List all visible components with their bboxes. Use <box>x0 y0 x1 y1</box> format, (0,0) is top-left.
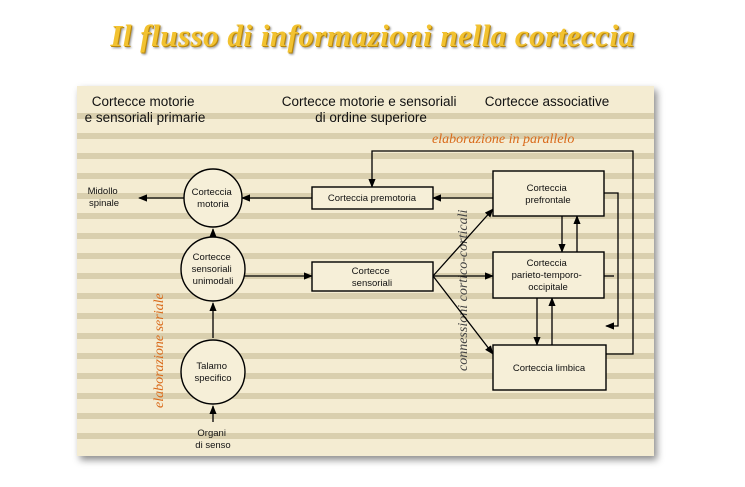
node-cortecce-sensoriali: Cortecce sensoriali <box>311 261 434 292</box>
svg-text:Corteccia parieto-temp: Corteccia parieto-temporo- occipitale <box>512 258 585 293</box>
svg-text:Corteccia prefrontale: Corteccia prefrontale <box>525 183 570 206</box>
header-higher-order: Cortecce motorie e sensoriali di ordine … <box>282 94 461 125</box>
node-corteccia-parieto-temporo-occipitale: Corteccia parieto-temporo- occipitale <box>492 251 605 299</box>
edge-sensoriali-prefrontale <box>432 208 494 277</box>
node-midollo-spinale: Midollo spinale <box>88 186 121 209</box>
slide-title: Il flusso di informazioni nella cortecci… <box>110 18 635 53</box>
flow-diagram: Cortecce motorie e sensoriali primarie C… <box>77 94 654 451</box>
diagram-panel: Cortecce motorie e sensoriali primarie C… <box>77 86 654 456</box>
edge-sensoriali-limbica <box>432 275 494 355</box>
node-cortecce-sensoriali-unimodali: Cortecce sensoriali unimodali <box>180 236 246 302</box>
svg-text:Corteccia premotoria: Corteccia premotoria <box>328 193 417 204</box>
header-associative: Cortecce associative <box>485 94 610 109</box>
node-corteccia-motoria: Corteccia motoria <box>183 168 243 228</box>
node-organi-di-senso: Organi di senso <box>195 428 230 451</box>
label-parallel-processing: elaborazione in parallelo <box>432 132 574 147</box>
svg-text:Talamo specifico: Talamo specifico <box>195 361 232 384</box>
node-corteccia-premotoria: Corteccia premotoria <box>311 186 434 210</box>
label-serial-processing: elaborazione seriale <box>152 293 167 408</box>
node-talamo-specifico: Talamo specifico <box>180 339 246 405</box>
svg-text:Corteccia limbica: Corteccia limbica <box>513 363 586 374</box>
header-primary: Cortecce motorie e sensoriali primarie <box>85 94 206 125</box>
edges <box>138 150 634 422</box>
svg-text:Corteccia motoria: Corteccia motoria <box>192 187 235 210</box>
svg-text:Cortecce sensoriali: Cortecce sensoriali unimodali <box>192 252 235 287</box>
edge-prefrontale-limbica <box>604 192 619 330</box>
edge-limbica-premotoria <box>368 150 634 355</box>
node-corteccia-limbica: Corteccia limbica <box>492 344 607 391</box>
node-corteccia-prefrontale: Corteccia prefrontale <box>492 170 605 217</box>
label-cortico-cortical: connessioni cortico-corticali <box>456 210 471 371</box>
svg-text:Cortecce sensoriali: Cortecce sensoriali <box>352 266 393 289</box>
